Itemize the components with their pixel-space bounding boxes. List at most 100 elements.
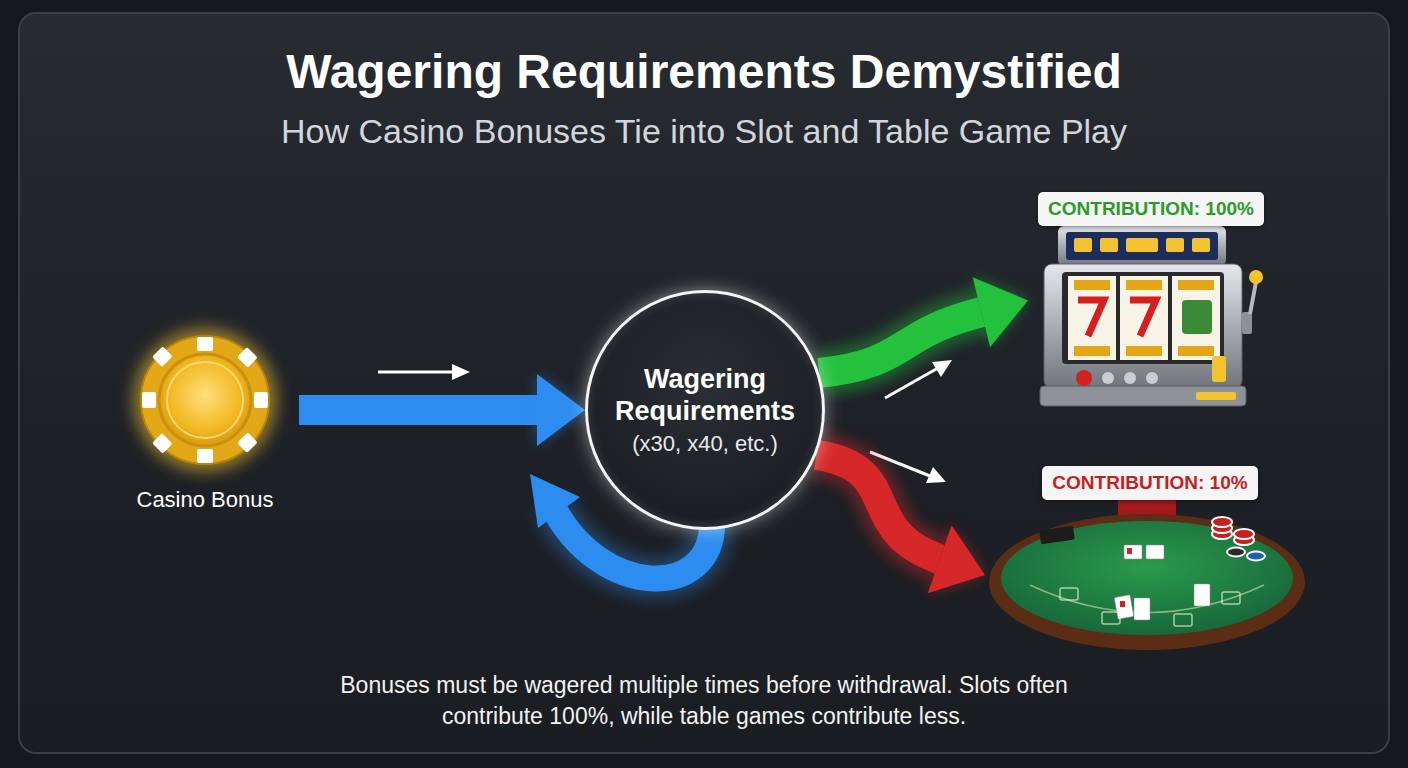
- slot-machine-part: [1044, 264, 1242, 388]
- arrow-glow: [537, 374, 585, 446]
- game-node: CONTRIBUTION: 10%: [985, 462, 1315, 657]
- casino-chip-part-part: [152, 346, 173, 367]
- slot-machine-part-part: [1166, 238, 1184, 252]
- slot-machine-part-part: [1074, 238, 1092, 252]
- blackjack-table-part-part: [1222, 592, 1240, 604]
- blackjack-table-part: [1001, 521, 1293, 635]
- slot-machine-part: [1074, 238, 1210, 252]
- slot-machine-part: [1212, 356, 1226, 382]
- caption-text: Bonuses must be wagered multiple times b…: [304, 670, 1104, 732]
- loop-arrow-part: [530, 474, 580, 528]
- arrow-shaft: [819, 312, 981, 373]
- slot-machine-part: [1066, 232, 1218, 260]
- slot-machine-part-part: [1120, 276, 1168, 360]
- casino-chip-part-part: [197, 337, 213, 351]
- flow-arrow: [819, 277, 1028, 373]
- slot-machine-part: [1146, 372, 1158, 384]
- blackjack-table-part-part: [1102, 612, 1120, 624]
- blackjack-table-part-part: [1174, 614, 1192, 626]
- casino-chip-part-part: [237, 347, 258, 368]
- motion-arrow-part: [926, 467, 946, 483]
- blackjack-table-part-part: [1247, 552, 1265, 561]
- requirement-circle: Wagering Requirements (x30, x40, etc.): [585, 290, 825, 530]
- slot-machine-part: [1076, 370, 1092, 386]
- bonus-node: Casino Bonus: [111, 330, 299, 530]
- slot-machine-part-part: [1126, 280, 1162, 290]
- motion-arrow-part: [932, 360, 952, 377]
- blackjack-table-part-part: [1234, 529, 1254, 539]
- blackjack-table-part-part: [1212, 517, 1232, 527]
- circle-note: (x30, x40, etc.): [632, 431, 778, 457]
- arrow-head: [537, 374, 585, 446]
- casino-chip-part: [167, 362, 243, 438]
- casino-chip-part: [159, 354, 251, 446]
- casino-chip-part: [133, 328, 277, 472]
- arrow-head: [928, 525, 985, 593]
- slot-machine-part: [1062, 272, 1224, 364]
- arrow-glow: [299, 387, 537, 433]
- contribution-tag: CONTRIBUTION: 100%: [1038, 192, 1264, 226]
- motion-arrow-part: [378, 371, 455, 374]
- blackjack-table-part: [1212, 517, 1265, 561]
- casino-chip-part-part: [152, 433, 173, 454]
- slot-machine-part-part: [1078, 300, 1104, 336]
- blackjack-table-part-part: [1146, 545, 1164, 559]
- blackjack-table-part-part: [1060, 588, 1078, 600]
- blackjack-table-part: [1114, 545, 1210, 620]
- subtitle-label: How Casino Bonuses Tie into Slot and Tab…: [0, 112, 1408, 151]
- slot-machine-part: [1249, 270, 1263, 284]
- slot-machine: [1040, 226, 1263, 406]
- contribution-tag: CONTRIBUTION: 10%: [1042, 466, 1257, 500]
- slot-machine-part-part: [1130, 300, 1156, 336]
- blackjack-table-part-part: [1134, 598, 1150, 620]
- slot-machine-part: [1074, 280, 1214, 356]
- slot-machine-part-part: [1068, 276, 1116, 360]
- blackjack-table-part-part: [1127, 548, 1132, 554]
- slot-machine-part-part: [1074, 346, 1110, 356]
- slot-machine-part: [1058, 226, 1226, 266]
- casino-chip-part-part: [237, 432, 258, 453]
- blackjack-table-part-part: [1114, 595, 1134, 619]
- casino-chip-part: [142, 337, 268, 463]
- slot-machine-part: [1124, 372, 1136, 384]
- blackjack-table-part-part: [1227, 548, 1245, 557]
- arrow-glow: [816, 455, 939, 559]
- slot-machine-part: [1040, 386, 1246, 406]
- blackjack-table-part: [1060, 588, 1240, 626]
- slot-machine-part: [1102, 372, 1114, 384]
- arrow-head: [973, 277, 1028, 347]
- blackjack-table-part: [1039, 526, 1075, 545]
- slot-machine-part-part: [1192, 238, 1210, 252]
- blackjack-table-part-part: [1120, 601, 1125, 607]
- blackjack-table: [989, 496, 1305, 650]
- slot-machine-part-part: [1178, 346, 1214, 356]
- game-node: CONTRIBUTION: 100%: [1028, 188, 1274, 413]
- circle-heading: Wagering Requirements: [610, 363, 800, 428]
- slot-machine-part-part: [1074, 280, 1110, 290]
- blackjack-table-part-part: [1124, 545, 1142, 559]
- slot-machine-part: [1182, 300, 1212, 334]
- slot-machine-part: [1242, 312, 1252, 334]
- slot-machine-part: [1250, 282, 1256, 314]
- motion-arrow-part: [452, 364, 470, 380]
- arrow-shaft: [299, 395, 537, 425]
- casino-chip-part: [141, 336, 269, 464]
- slot-machine-part-part: [1100, 238, 1118, 252]
- slot-machine-part-part: [1172, 276, 1220, 360]
- slot-machine-part-part: [1182, 300, 1212, 334]
- slot-machine-part: [1078, 300, 1156, 336]
- slot-machine-part-part: [1126, 346, 1162, 356]
- casino-chip-part-part: [197, 449, 213, 463]
- slot-machine-part: [1068, 276, 1220, 360]
- arrow-glow: [973, 277, 1028, 347]
- flow-arrow: [816, 455, 985, 593]
- slot-machine-part-part: [1126, 238, 1158, 252]
- blackjack-table-part: [1120, 548, 1132, 607]
- arrow-glow: [928, 525, 985, 593]
- flow-arrow: [299, 374, 585, 446]
- arrow-shaft: [816, 455, 939, 559]
- slot-machine-part: [1196, 392, 1236, 400]
- arrow-glow: [819, 312, 981, 373]
- slot-machine-part-part: [1178, 280, 1214, 290]
